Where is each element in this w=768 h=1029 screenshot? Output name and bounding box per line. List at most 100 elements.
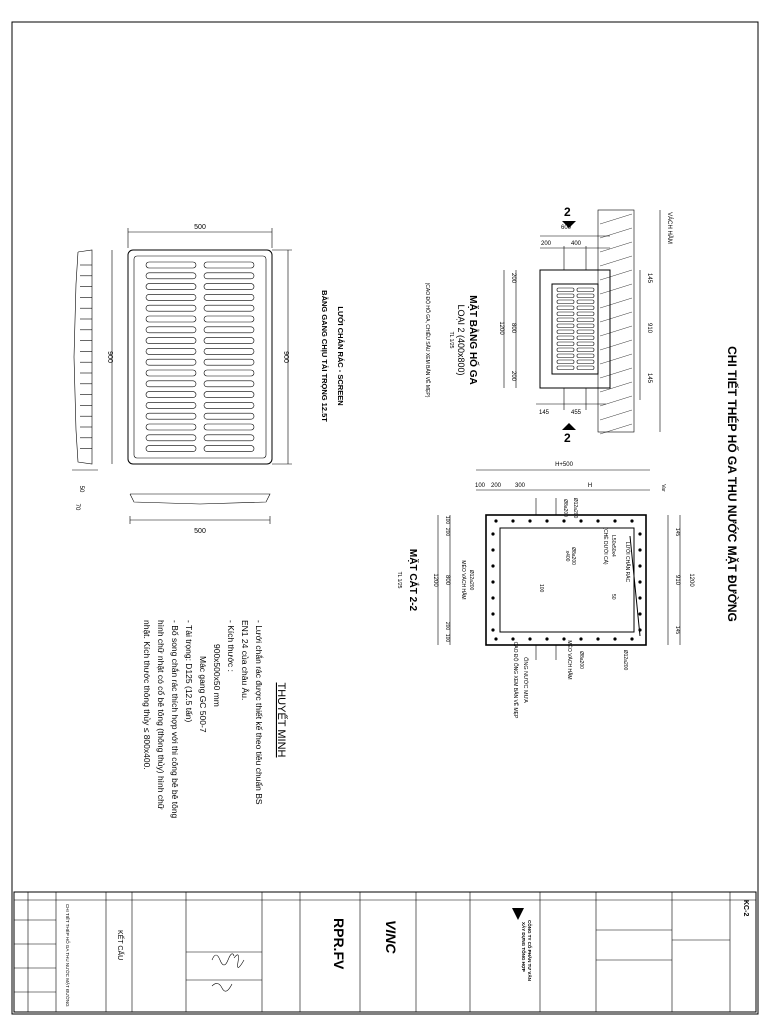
rebar-dot xyxy=(491,628,495,632)
rebar-dot xyxy=(491,596,495,600)
tb-sheet-no: KC-2 xyxy=(742,900,749,916)
grate-slot xyxy=(145,283,197,290)
tb-drawing-name: CHI TIẾT THÉP HỐ GA THU NƯỚC MẶT ĐƯỜNG xyxy=(65,904,71,1007)
section-dim-200-a: 200 xyxy=(444,528,450,537)
plan-slot xyxy=(576,365,595,370)
title-block-frame xyxy=(13,891,757,1013)
plan-title: MẶT BẰNG HỐ GA xyxy=(467,295,481,384)
grate-dim-height-left: 900 xyxy=(106,351,113,363)
plan-slot xyxy=(576,311,595,316)
grate-slot xyxy=(145,294,197,301)
plan-dim-145-c: 145 xyxy=(539,410,550,416)
note-line: Mác gang GC 500-7 xyxy=(198,656,208,733)
plan-wall-label: VÁCH HẦM xyxy=(666,212,673,244)
plan-dim-400: 400 xyxy=(571,241,582,247)
grate-slot xyxy=(145,402,197,409)
label-angle-2: (CHÈ DƯỚI CÁ) xyxy=(602,527,609,565)
section-dim-910: 910 xyxy=(674,575,680,586)
note-line: - Kích thước : xyxy=(226,620,236,672)
grate-bottom-profile xyxy=(129,493,271,505)
company-name: CÔNG TY CỔ PHẦN TƯ VẤN xyxy=(527,920,534,981)
grate-slot xyxy=(145,315,197,323)
hatch-line xyxy=(599,395,633,407)
grate-slot xyxy=(203,402,255,409)
plan-slot xyxy=(576,335,595,340)
rebar-dot xyxy=(545,637,549,641)
rebar-dot xyxy=(491,548,495,552)
rebar-dot xyxy=(511,637,515,641)
section-dim-800: 800 xyxy=(444,575,450,586)
plan-dim-200-bottom: 200 xyxy=(510,371,516,382)
label-pipe: ỐNG NƯỚC MƯA xyxy=(522,657,529,703)
rebar-dot xyxy=(491,612,495,616)
grate-slot xyxy=(203,369,255,377)
grate-slot xyxy=(203,348,255,355)
grate-dim-70: 70 xyxy=(74,504,80,511)
hatch-line xyxy=(599,255,633,267)
rebar-dot xyxy=(613,519,617,523)
sheet-border xyxy=(11,21,759,1015)
hatch-line xyxy=(599,227,633,239)
plan-dim-145-b: 145 xyxy=(646,373,652,384)
note-line: hình chữ nhật có cổ bê tông (thông thủy)… xyxy=(156,620,166,810)
signature-1 xyxy=(211,953,235,966)
plan-slot xyxy=(576,305,595,310)
hatch-line xyxy=(599,339,633,351)
title-block: VINC RPR.FV CÔNG TY CỔ PHẦN TƯ VẤN XÂY D… xyxy=(13,891,757,1013)
plan-slot xyxy=(556,365,575,370)
plan-slot xyxy=(576,329,595,334)
rebar-dot xyxy=(613,637,617,641)
plan-subtitle: LOẠI 2 (400x800) xyxy=(456,304,466,375)
note-line: - Lưới chắn rác được thiết kế theo tiêu … xyxy=(254,620,264,805)
section-dim-50: 50 xyxy=(610,594,616,600)
plan-dim-800: 800 xyxy=(510,323,516,334)
signature-3 xyxy=(211,983,233,992)
company-logo-icon xyxy=(512,908,524,920)
grate-slot xyxy=(145,358,197,366)
tb-rows xyxy=(14,919,730,993)
section-dim-200: 200 xyxy=(491,483,502,489)
drawing-title: CHI TIẾT THÉP HỐ GA THU NƯỚC MẶT ĐƯỜNG xyxy=(725,346,740,622)
plan-slot xyxy=(556,299,575,304)
note-line: nhật. Kích thước thông thủy ≤ 800x400. xyxy=(142,620,152,770)
grate-slot xyxy=(203,412,255,420)
plan-slot xyxy=(576,347,595,352)
rebar-dot xyxy=(596,637,600,641)
hatch-line xyxy=(599,423,633,435)
note-line: 900x500x50 mm xyxy=(212,644,222,707)
rebar-dot xyxy=(528,519,532,523)
plan-slot xyxy=(556,341,575,346)
plan-slot xyxy=(576,287,595,292)
rebar-dot xyxy=(579,637,583,641)
section-dim-200-b: 200 xyxy=(444,622,450,631)
section-dim-100-c: 100 xyxy=(538,584,544,593)
grate-slot xyxy=(203,423,255,431)
plan-slot xyxy=(556,287,575,292)
grate-slot xyxy=(203,304,255,312)
hatch-line xyxy=(599,367,633,379)
signature-2 xyxy=(233,954,245,968)
note-line: - Bố song chắn rác thích hợp với thi côn… xyxy=(170,620,180,819)
rebar-label-5: Ø8a200 xyxy=(578,651,584,669)
hatch-line xyxy=(599,409,633,421)
section-dim-100-b: 100 xyxy=(444,634,450,643)
section-dim-100: 100 xyxy=(475,483,486,489)
hatch-line xyxy=(599,269,633,281)
hatch-line xyxy=(599,241,633,253)
wall-hatch xyxy=(599,213,633,435)
plan-note: (CAO ĐỘ HỐ GA, CHIỀU SÂU XEM BẢN VẼ MẸP) xyxy=(424,283,431,398)
hatch-line xyxy=(599,213,633,225)
plan-dim-455: 455 xyxy=(571,410,582,416)
pit-inner xyxy=(551,283,599,375)
plan-scale: TL 1/25 xyxy=(448,332,454,349)
plan-slot xyxy=(556,353,575,358)
grate-slot xyxy=(145,272,197,280)
plan-slot xyxy=(556,305,575,310)
plan-slot xyxy=(576,293,595,298)
plan-slot xyxy=(576,353,595,358)
rebar-label-6: Ø12a200 xyxy=(622,650,628,671)
rebar-dot xyxy=(494,637,498,641)
hatch-line xyxy=(599,283,633,295)
plan-slot xyxy=(576,341,595,346)
